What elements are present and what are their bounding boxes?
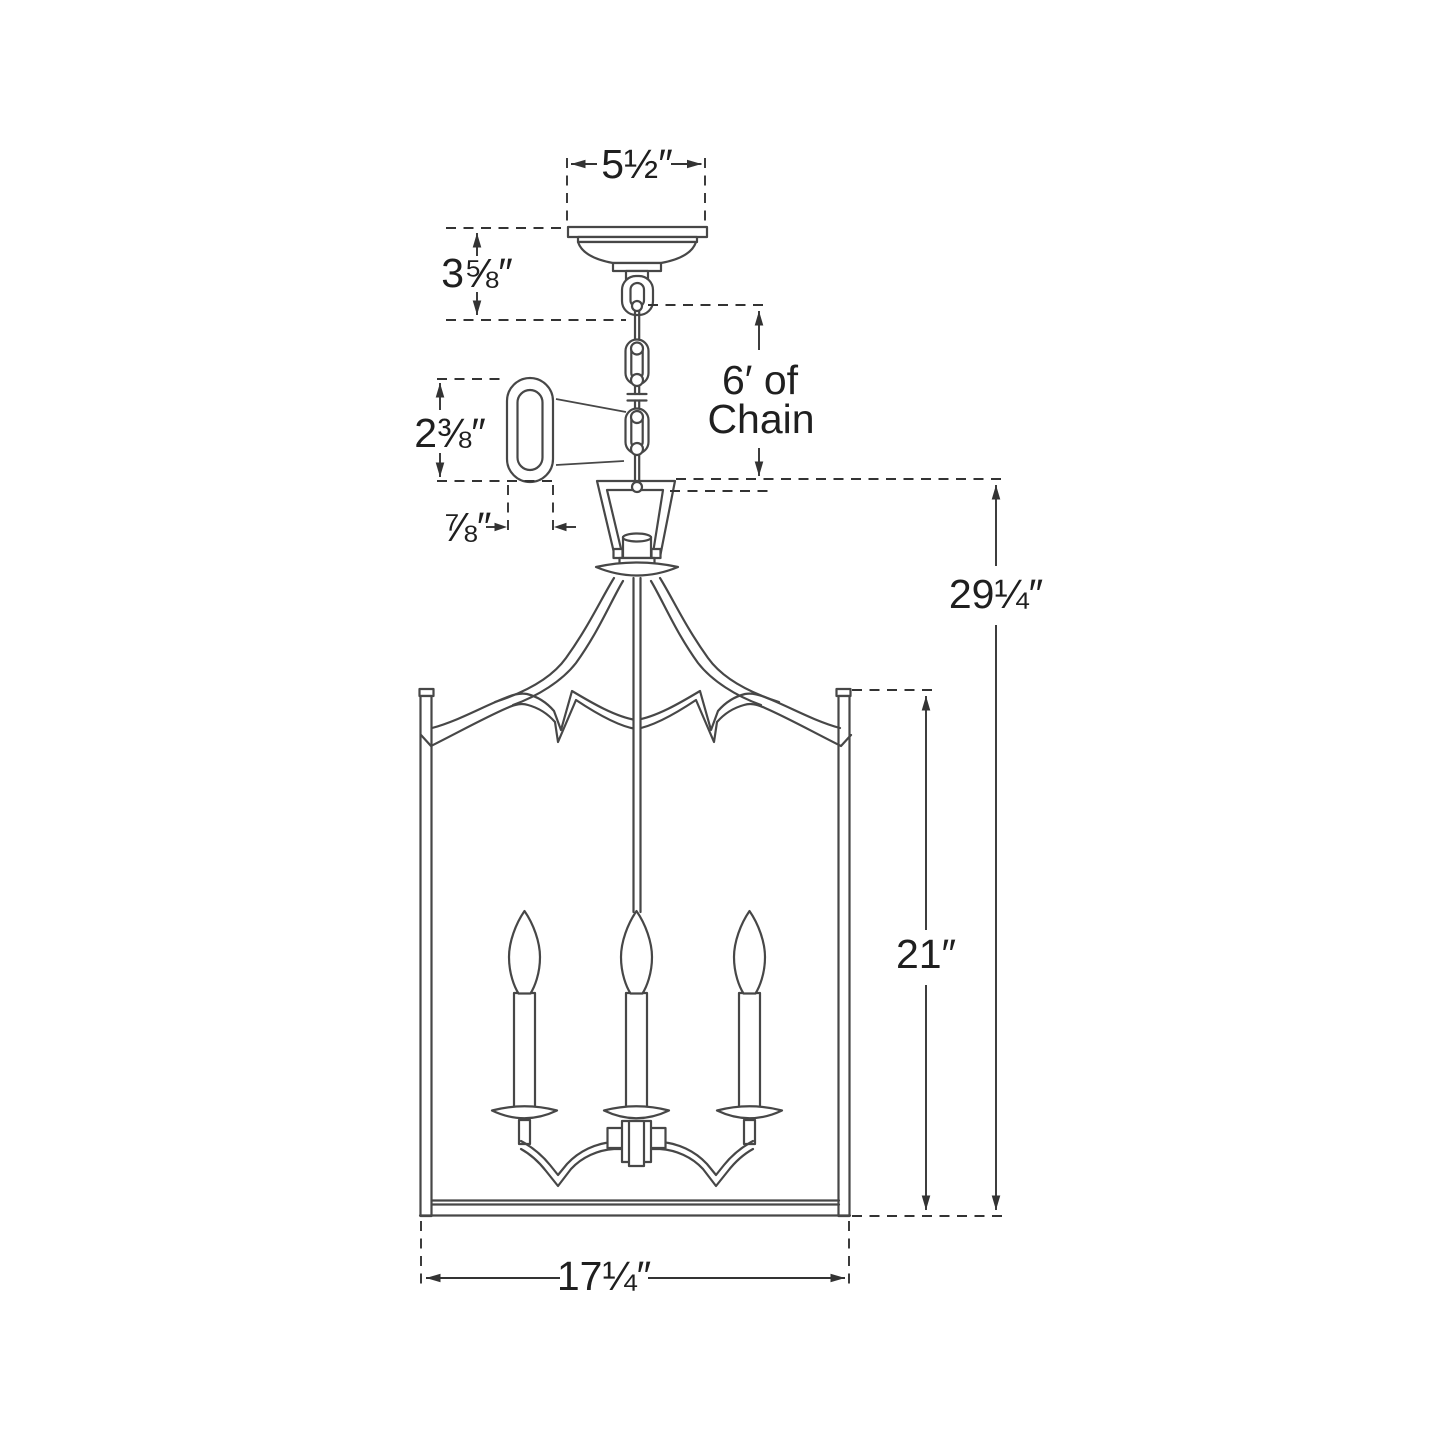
extension-line: [446, 227, 626, 321]
yoke-foot: [650, 547, 662, 560]
candle-sleeve: [737, 991, 762, 1112]
canopy-plate: [566, 225, 709, 239]
yoke-socket-top: [621, 532, 653, 543]
canopy-height-label: 3⅝″: [441, 250, 513, 296]
enlarged-chain-link-detail: [505, 376, 627, 484]
body-width-label: 17¼″: [557, 1253, 651, 1299]
detail-leader-line: [555, 398, 627, 413]
canopy-width-label: 5½″: [601, 141, 673, 187]
lantern-bottom-frame: [418, 1199, 852, 1217]
link-height-label: 2⅜″: [414, 410, 486, 456]
extension-line: [420, 1221, 850, 1289]
link-width-label: ⅞″: [443, 504, 492, 550]
chain-length-label-line1: 6′ of: [722, 357, 799, 403]
finial-disc: [594, 561, 680, 577]
enlarged-link-slot: [516, 388, 544, 472]
dim-arrowhead: [494, 522, 507, 532]
candle-left: [490, 909, 559, 1120]
crown-sweep-arms: [493, 576, 781, 707]
canopy-collar: [611, 261, 663, 273]
dim-canopy-height: 3⅝″: [441, 227, 626, 321]
sweep-arm-right: [649, 579, 763, 707]
dim-link-width: ⅞″: [443, 485, 576, 550]
chain-break-marks: [626, 392, 648, 402]
chain-junction: [630, 299, 644, 313]
sweep-arm-right: [658, 576, 781, 704]
center-stem: [632, 576, 642, 914]
dim-body-height: 21″: [852, 689, 956, 1210]
extension-line: [566, 158, 706, 225]
dim-link-height: 2⅜″: [414, 378, 557, 482]
chain-junction: [629, 372, 645, 388]
dim-body-width: 17¼″: [420, 1221, 850, 1299]
chain-junction: [629, 409, 645, 425]
canopy-dome: [576, 240, 698, 265]
detail-leader-line: [555, 460, 625, 466]
dim-overall-height: 29¼″: [676, 478, 1043, 1210]
extension-line: [507, 485, 554, 536]
candle-right: [715, 909, 784, 1120]
chain-hanger-yoke: [594, 479, 680, 577]
chain-junction: [630, 480, 644, 494]
left-post: [419, 694, 433, 1218]
yoke-foot: [612, 547, 624, 560]
chain-wire: [633, 307, 641, 490]
candle-bobeche: [715, 1105, 784, 1120]
extension-line: [437, 378, 557, 482]
hub-strip: [627, 1119, 646, 1168]
candle-bulb: [732, 909, 767, 995]
candle-sleeve: [624, 991, 649, 1112]
extension-line: [648, 304, 770, 492]
sweep-arm-left: [511, 579, 625, 707]
stem-edges: [632, 576, 642, 914]
dim-chain-length: 6′ of Chain: [648, 304, 815, 492]
chain-length-label-line2: Chain: [707, 396, 814, 442]
hanging-chain: [624, 299, 650, 490]
candle-bobeche: [490, 1105, 559, 1120]
candle-center: [602, 909, 671, 1120]
chain-junction: [629, 341, 645, 356]
candle-bobeche: [602, 1105, 671, 1120]
dim-canopy-width: 5½″: [566, 141, 706, 225]
body-height-label: 21″: [896, 931, 956, 977]
arm-center-hub: [606, 1119, 667, 1168]
stem-body: [633, 578, 641, 912]
overall-height-label: 29¼″: [949, 571, 1043, 617]
dim-arrowhead: [554, 522, 567, 532]
bottom-inner-band: [430, 1199, 841, 1206]
chain-junction: [629, 441, 645, 457]
candle-sleeve: [512, 991, 537, 1112]
candle-bulb: [507, 909, 542, 995]
sweep-arm-left: [493, 576, 616, 704]
candle-bulb: [619, 909, 654, 995]
right-post: [837, 694, 851, 1218]
